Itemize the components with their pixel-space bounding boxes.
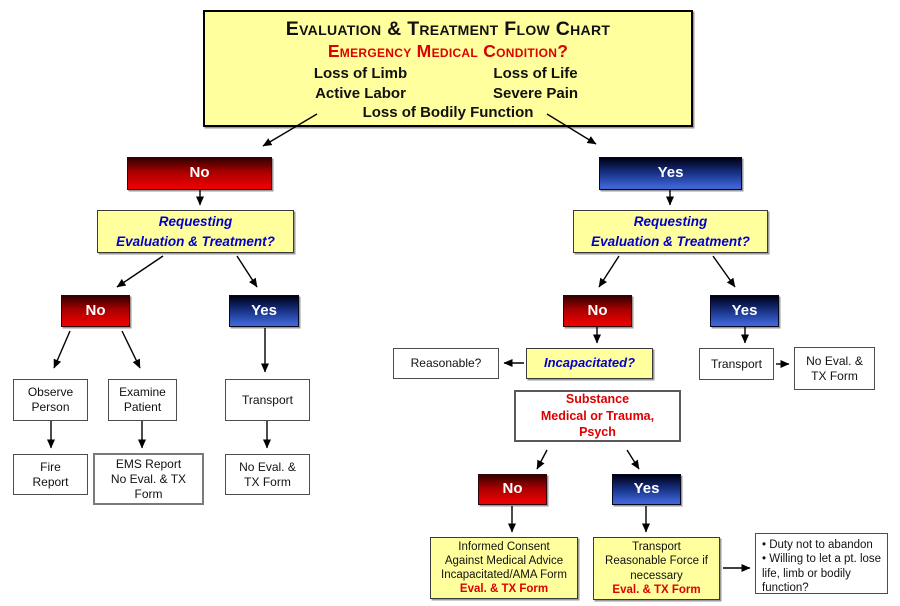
duty-notes-box: • Duty not to abandon • Willing to let a…	[755, 533, 888, 594]
condition-loss-of-limb: Loss of Limb	[313, 65, 408, 83]
informed-consent-label: Informed Consent Against Medical Advice …	[441, 540, 567, 582]
duty-note-willing: • Willing to let a pt. lose life, limb o…	[762, 553, 882, 595]
duty-note-abandon: • Duty not to abandon	[762, 539, 873, 551]
condition-severe-pain: Severe Pain	[492, 84, 579, 102]
requesting-question-right-label: Requesting Evaluation & Treatment?	[591, 213, 750, 249]
no-eval-tx-form-right-label: No Eval. & TX Form	[806, 353, 863, 383]
substance-yes-label: Yes	[633, 480, 660, 498]
transport-right-box: Transport	[699, 348, 774, 380]
emc-yes-label: Yes	[657, 164, 684, 182]
transport-left-label: Transport	[242, 392, 293, 407]
condition-active-labor: Active Labor	[315, 84, 406, 102]
fire-report-label: Fire Report	[32, 459, 69, 489]
substance-no-box: No	[478, 474, 547, 505]
no-eval-tx-form-right-box: No Eval. & TX Form	[794, 347, 875, 390]
reasonable-box: Reasonable?	[393, 348, 499, 379]
fire-report-box: Fire Report	[13, 454, 88, 495]
requesting-left-no-box: No	[61, 295, 130, 327]
incapacitated-box: Incapacitated?	[526, 348, 653, 379]
condition-loss-of-life: Loss of Life	[493, 65, 578, 83]
requesting-left-yes-label: Yes	[251, 301, 277, 319]
emc-no-box: No	[127, 157, 272, 190]
transport-reasonable-force-label: Transport Reasonable Force if necessary	[605, 541, 708, 582]
requesting-left-yes-box: Yes	[229, 295, 299, 327]
requesting-right-yes-label: Yes	[731, 301, 758, 319]
no-eval-tx-form-left-label: No Eval. & TX Form	[239, 459, 296, 489]
title-box: Evaluation & Treatment Flow Chart Emerge…	[203, 10, 693, 127]
requesting-right-no-label: No	[587, 301, 608, 319]
condition-loss-of-bodily-function: Loss of Bodily Function	[362, 104, 534, 122]
requesting-question-left-label: Requesting Evaluation & Treatment?	[116, 213, 275, 249]
examine-patient-label: Examine Patient	[119, 385, 166, 414]
emergency-condition-question: Emergency Medical Condition?	[327, 41, 569, 62]
incapacitated-label: Incapacitated?	[543, 355, 636, 371]
ems-report-box: EMS Report No Eval. & TX Form	[93, 453, 204, 505]
no-eval-tx-form-left-box: No Eval. & TX Form	[225, 454, 310, 495]
observe-person-label: Observe Person	[27, 385, 74, 414]
informed-consent-eval-tx-form-label: Eval. & TX Form	[459, 583, 549, 596]
informed-consent-box: Informed Consent Against Medical Advice …	[430, 537, 578, 599]
substance-medical-trauma-psych-label: Substance Medical or Trauma, Psych	[540, 391, 655, 440]
substance-medical-trauma-psych-box: Substance Medical or Trauma, Psych	[514, 390, 681, 442]
transport-eval-tx-form-label: Eval. & TX Form	[612, 583, 701, 596]
transport-right-label: Transport	[711, 356, 762, 371]
observe-person-box: Observe Person	[13, 379, 88, 421]
chart-title: Evaluation & Treatment Flow Chart	[285, 18, 611, 40]
substance-no-label: No	[502, 480, 523, 498]
ems-report-label: EMS Report No Eval. & TX Form	[110, 456, 187, 501]
substance-yes-box: Yes	[612, 474, 681, 505]
emc-no-label: No	[189, 164, 210, 182]
requesting-left-no-label: No	[85, 301, 106, 319]
transport-left-box: Transport	[225, 379, 310, 421]
reasonable-label: Reasonable?	[410, 356, 482, 370]
transport-reasonable-force-box: Transport Reasonable Force if necessary …	[593, 537, 720, 600]
requesting-question-right-box: Requesting Evaluation & Treatment?	[573, 210, 768, 253]
requesting-question-left-box: Requesting Evaluation & Treatment?	[97, 210, 294, 253]
emc-yes-box: Yes	[599, 157, 742, 190]
requesting-right-no-box: No	[563, 295, 632, 327]
requesting-right-yes-box: Yes	[710, 295, 779, 327]
examine-patient-box: Examine Patient	[108, 379, 177, 421]
condition-list: Loss of Limb Loss of Life Active Labor S…	[273, 64, 623, 103]
